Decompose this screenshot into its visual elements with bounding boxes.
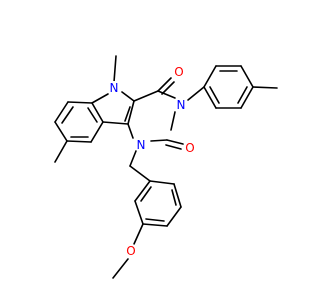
atom-label-o2: O <box>183 141 197 155</box>
atom-label-n3: N <box>174 98 188 112</box>
atom-label-o-methoxy: O <box>124 244 138 258</box>
indole-benzene-ring <box>54 101 104 143</box>
n3-label: N <box>177 98 186 112</box>
molecule-structure: N N N O O O <box>54 55 278 279</box>
n3-aryl-bond <box>187 86 205 101</box>
aryl-o-bond <box>133 223 144 245</box>
o4-label: O <box>174 65 183 79</box>
n1-label: N <box>137 138 146 152</box>
o2-label: O <box>185 141 194 155</box>
pyrimidinedione-ring <box>127 90 176 142</box>
aryl-methyl-bond <box>54 140 68 163</box>
n-methyl-bond <box>113 55 117 83</box>
atom-label-n1: N <box>134 138 148 152</box>
atom-label-n-indole: N <box>107 81 121 95</box>
c2-carbonyl <box>165 139 184 150</box>
o-methoxy-label: O <box>126 244 135 258</box>
methoxyphenyl-ring <box>134 180 182 227</box>
o-methyl-bond <box>112 258 129 279</box>
n1-ch2-bond <box>129 150 137 167</box>
tolyl-methyl-bond <box>252 86 278 89</box>
n-indole-label: N <box>110 81 119 95</box>
indole-pyrrole-ring <box>91 91 135 125</box>
tolyl-ring <box>203 65 254 109</box>
ch2-aryl-bond <box>129 165 151 182</box>
atom-label-o4: O <box>172 65 186 79</box>
c4-carbonyl <box>157 77 175 95</box>
